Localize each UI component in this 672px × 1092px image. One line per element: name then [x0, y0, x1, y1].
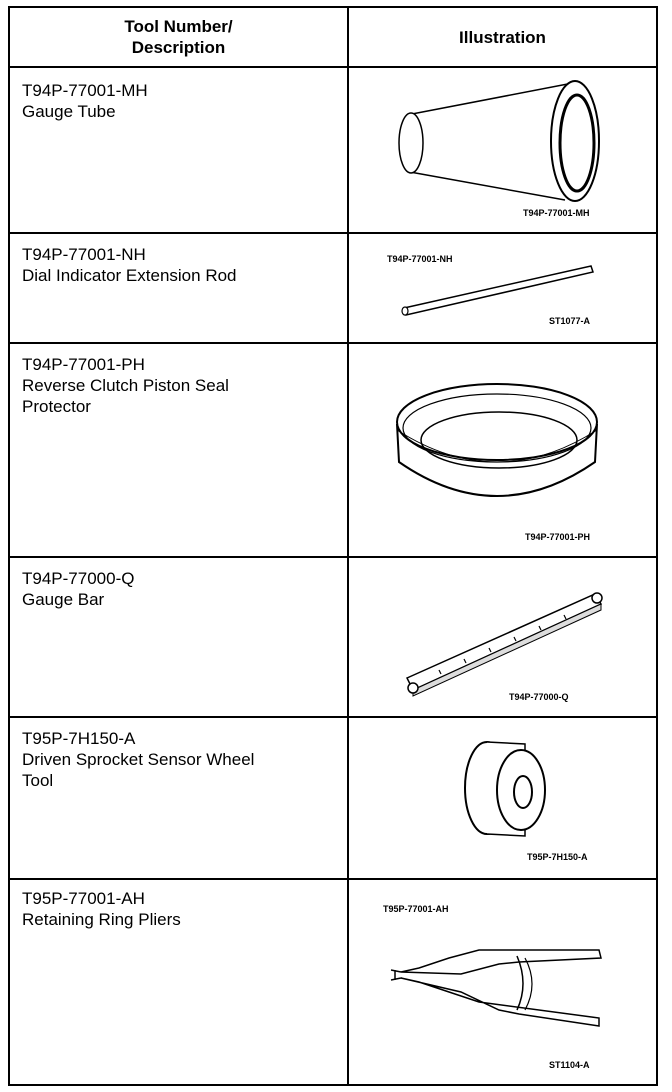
tool-table: Tool Number/ Description Illustration T9…: [8, 6, 658, 1086]
illustration-caption: T94P-77001-MH: [523, 208, 590, 218]
header-tool-number: Tool Number/ Description: [10, 8, 347, 66]
tool-number: T94P-77001-NH: [22, 245, 146, 264]
column-divider: [347, 8, 349, 1084]
illustration-caption: T95P-77001-AH: [383, 904, 449, 914]
tool-number: T94P-77000-Q: [22, 569, 135, 588]
illustration-caption: T94P-77001-PH: [525, 532, 591, 542]
row-divider: [10, 556, 656, 558]
extension-rod-illustration: T94P-77001-NH ST1077-A: [349, 234, 656, 342]
table-row-6-text: T95P-77001-AH Retaining Ring Pliers: [22, 888, 340, 930]
illustration-caption: T94P-77001-NH: [387, 254, 453, 264]
row-divider: [10, 232, 656, 234]
tool-description: Driven Sprocket Sensor Wheel: [22, 750, 255, 769]
row-divider: [10, 66, 656, 68]
tool-description: Gauge Tube: [22, 102, 116, 121]
tool-description: Reverse Clutch Piston Seal: [22, 376, 229, 395]
gauge-bar-illustration: T94P-77000-Q: [349, 558, 656, 716]
row-divider: [10, 716, 656, 718]
table-row-3-text: T94P-77001-PH Reverse Clutch Piston Seal…: [22, 354, 340, 417]
table-row-5-text: T95P-7H150-A Driven Sprocket Sensor Whee…: [22, 728, 340, 791]
tool-number: T94P-77001-MH: [22, 81, 148, 100]
row-divider: [10, 342, 656, 344]
sensor-wheel-tool-illustration: T95P-7H150-A: [349, 718, 656, 878]
header-illustration: Illustration: [459, 27, 546, 47]
table-row-2-text: T94P-77001-NH Dial Indicator Extension R…: [22, 244, 340, 286]
tool-number: T95P-77001-AH: [22, 889, 145, 908]
illustration-caption: T95P-7H150-A: [527, 852, 588, 862]
table-row-1-text: T94P-77001-MH Gauge Tube: [22, 80, 340, 122]
header-tool-line2: Description: [131, 38, 226, 57]
illustration-caption: ST1104-A: [549, 1060, 590, 1070]
gauge-tube-illustration: T94P-77001-MH: [349, 68, 656, 232]
tool-description: Retaining Ring Pliers: [22, 910, 181, 929]
tool-description: Dial Indicator Extension Rod: [22, 266, 237, 285]
illustration-caption: T94P-77000-Q: [509, 692, 569, 702]
table-row-4-text: T94P-77000-Q Gauge Bar: [22, 568, 340, 610]
tool-number: T95P-7H150-A: [22, 729, 136, 748]
header-tool-line1: Tool Number/: [124, 17, 233, 36]
row-divider: [10, 878, 656, 880]
seal-protector-ring-illustration: T94P-77001-PH: [349, 344, 656, 556]
retaining-ring-pliers-illustration: T95P-77001-AH ST1104-A: [349, 880, 656, 1086]
tool-description-line2: Tool: [22, 771, 54, 790]
tool-number: T94P-77001-PH: [22, 355, 145, 374]
tool-description-line2: Protector: [22, 397, 91, 416]
tool-description: Gauge Bar: [22, 590, 105, 609]
illustration-caption: ST1077-A: [549, 316, 591, 326]
